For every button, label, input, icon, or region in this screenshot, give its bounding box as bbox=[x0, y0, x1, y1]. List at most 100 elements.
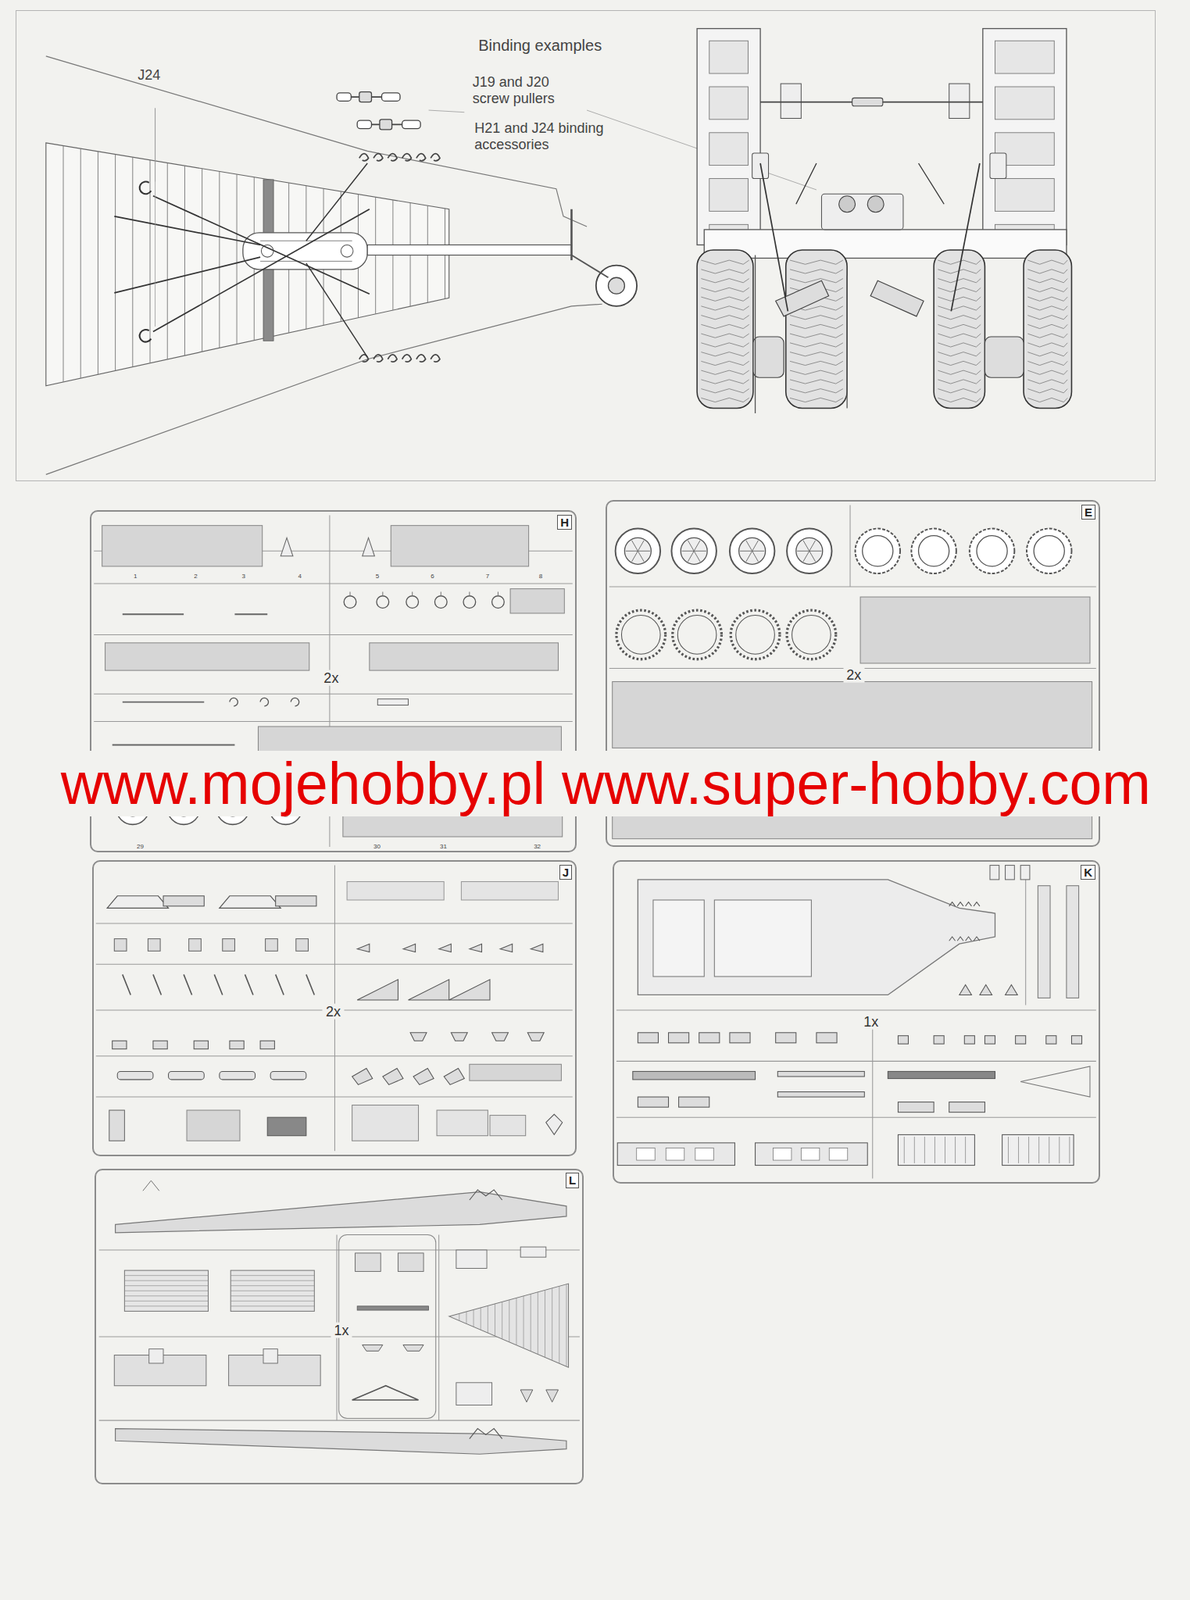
chassis-bay bbox=[714, 900, 812, 977]
part-number: 32 bbox=[533, 843, 541, 851]
frame-line bbox=[754, 255, 756, 414]
grid-line bbox=[230, 1285, 315, 1287]
part-shape bbox=[489, 1115, 526, 1137]
tread bbox=[700, 287, 749, 292]
part-shape bbox=[816, 1032, 837, 1044]
sprue-letter: K bbox=[1080, 864, 1096, 880]
part-circle bbox=[739, 537, 766, 565]
tie-hook bbox=[430, 153, 440, 161]
deck-slat bbox=[97, 151, 99, 375]
hub-spoke bbox=[637, 550, 651, 552]
part-outline bbox=[413, 1068, 434, 1086]
part-circle bbox=[976, 536, 1008, 567]
ramp-panel bbox=[709, 178, 749, 212]
hub-spoke bbox=[687, 540, 694, 552]
tread bbox=[789, 370, 844, 375]
tread bbox=[937, 352, 981, 357]
ramp-panel bbox=[995, 86, 1055, 120]
tread bbox=[700, 370, 749, 375]
part-number: 30 bbox=[373, 843, 381, 851]
part-outline bbox=[280, 537, 294, 557]
part-circle bbox=[406, 596, 419, 609]
part-shape bbox=[109, 1110, 126, 1141]
grid-line bbox=[230, 1300, 315, 1302]
grid-line bbox=[551, 1288, 553, 1361]
ramp-panel bbox=[709, 86, 749, 120]
rod-part bbox=[234, 613, 268, 615]
hub-spoke bbox=[746, 540, 753, 552]
part-outline bbox=[1005, 984, 1019, 995]
tread bbox=[789, 397, 844, 402]
tread bbox=[937, 370, 981, 375]
hub-spoke bbox=[625, 550, 639, 552]
runner-line bbox=[411, 592, 413, 597]
suspension-arm bbox=[870, 280, 924, 317]
binding-rope bbox=[760, 163, 788, 311]
grid-line bbox=[124, 1305, 208, 1307]
part-shape bbox=[352, 1105, 419, 1142]
part-shape bbox=[632, 1071, 756, 1080]
label-holder: J24 bbox=[137, 67, 161, 84]
sprue-frame: K1x bbox=[612, 860, 1101, 1184]
grid-line bbox=[473, 1309, 475, 1327]
part-circle bbox=[376, 596, 390, 609]
towbar-pin bbox=[340, 244, 354, 258]
hitch-cylinder bbox=[867, 196, 884, 213]
hub-spoke bbox=[682, 550, 695, 552]
part-shape bbox=[369, 643, 559, 671]
callout-note: H21 and J24 binding accessories bbox=[474, 120, 604, 153]
tire bbox=[696, 250, 754, 408]
hub-spoke bbox=[752, 550, 759, 562]
part-shape bbox=[964, 1036, 975, 1044]
part-outline bbox=[407, 979, 449, 1001]
grid-line bbox=[501, 1301, 503, 1340]
grid-line bbox=[124, 1275, 208, 1276]
part-shape bbox=[933, 1036, 944, 1044]
part-shape bbox=[1002, 1134, 1074, 1165]
part-circle bbox=[792, 615, 832, 655]
part-circle bbox=[616, 610, 666, 660]
jockey-arm bbox=[571, 255, 608, 279]
part-circle bbox=[862, 536, 894, 567]
part-outline bbox=[352, 1068, 373, 1086]
part-circle bbox=[343, 596, 357, 609]
hub-spoke bbox=[752, 550, 765, 552]
part-shape bbox=[456, 1382, 493, 1406]
deck-grid bbox=[124, 1270, 208, 1312]
part-circle bbox=[680, 537, 708, 565]
tie-hook bbox=[387, 153, 397, 161]
part-shape bbox=[219, 896, 281, 909]
part-outline bbox=[979, 984, 993, 995]
tread bbox=[789, 260, 844, 265]
jockey-hub bbox=[607, 277, 625, 294]
part-detail bbox=[469, 1190, 503, 1201]
runner-line bbox=[93, 634, 573, 636]
part-circle bbox=[492, 596, 505, 609]
frame-line bbox=[846, 275, 847, 409]
part-shape bbox=[777, 1092, 865, 1098]
label-holder: 31 bbox=[439, 837, 447, 852]
tread bbox=[1027, 389, 1068, 394]
label-holder: 6 bbox=[430, 567, 434, 582]
grid-line bbox=[1058, 1136, 1060, 1164]
tread bbox=[1027, 397, 1068, 402]
text-holder: L bbox=[565, 1172, 579, 1188]
grid-line bbox=[1028, 1136, 1030, 1164]
grid-line bbox=[124, 1300, 208, 1302]
side-member bbox=[115, 1429, 567, 1455]
deck-slat bbox=[132, 157, 133, 367]
part-shape bbox=[352, 1386, 419, 1401]
ramp bbox=[982, 28, 1067, 246]
grid-line bbox=[230, 1275, 315, 1276]
deck-slat bbox=[80, 148, 82, 379]
sprue-letter: H bbox=[557, 514, 572, 530]
bracket bbox=[949, 83, 970, 118]
runner-line bbox=[96, 923, 573, 925]
screw-puller bbox=[382, 92, 401, 101]
screw-puller bbox=[402, 120, 422, 129]
hub-spoke bbox=[752, 540, 759, 552]
part-circle bbox=[736, 615, 776, 655]
label-holder: 30 bbox=[373, 837, 381, 852]
tread bbox=[1027, 306, 1068, 311]
rod-part bbox=[245, 974, 254, 995]
